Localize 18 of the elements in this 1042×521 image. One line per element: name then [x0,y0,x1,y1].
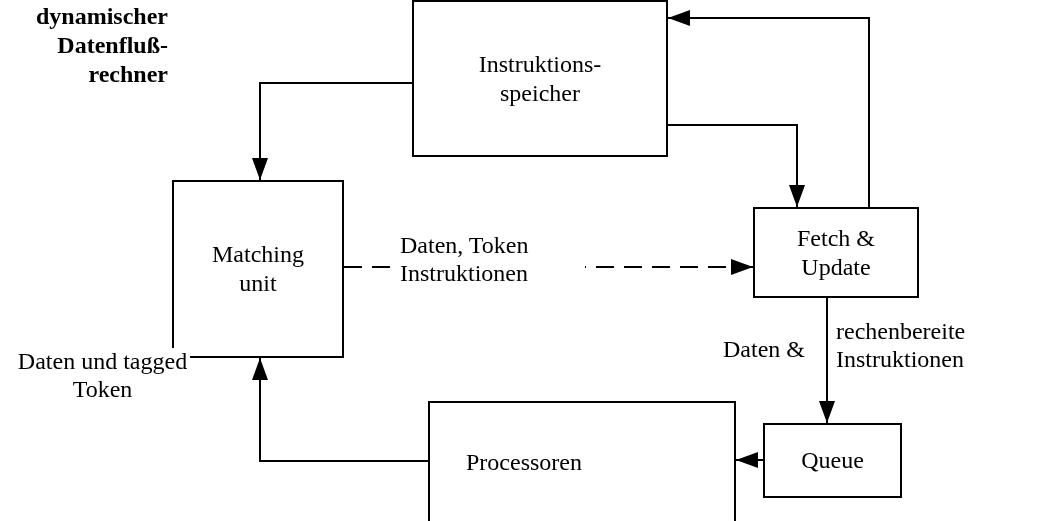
box-label: Queue [801,446,864,475]
process-box [763,423,902,498]
arrow [252,82,413,181]
annotation-label: rechenbereite Instruktionen [836,318,967,374]
process-box [412,0,668,157]
arrow [252,357,429,462]
box-label: Matching unit [211,240,305,298]
box-label: Processoren [466,447,582,477]
arrow [819,297,835,424]
diagram-title: dynamischer Datenfluß- rechner [35,2,168,89]
arrow [667,10,870,208]
box-label: Instruktions- speicher [477,49,603,108]
process-box [428,401,736,521]
arrow [735,452,764,468]
annotation-label: Daten & [722,336,805,364]
arrow [667,124,805,208]
box-label: Fetch & Update [796,223,876,282]
process-box [753,207,919,298]
